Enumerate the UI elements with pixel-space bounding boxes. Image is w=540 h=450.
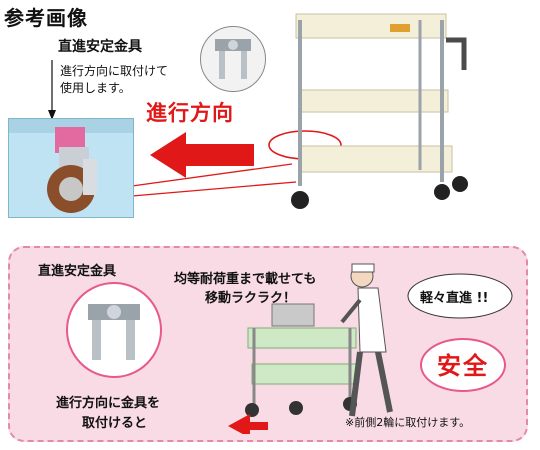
straight-bubble-text: 軽々直進 !! <box>420 291 489 306</box>
bottom-bracket-title: 直進安定金具 <box>38 264 117 279</box>
load-note-line2: 移動ラクラク！ <box>205 291 297 306</box>
safety-badge <box>420 338 506 392</box>
worker-cart-illustration <box>228 263 393 434</box>
cart-photo <box>291 13 468 209</box>
caster-photo <box>8 118 134 218</box>
top-bracket-note-line1: 進行方向に取付けて <box>60 64 169 78</box>
bracket-icon <box>88 304 140 360</box>
load-note-line1: 均等耐荷重まで載せても <box>174 272 317 287</box>
safety-text: 安全 <box>437 352 489 380</box>
bracket-closeup-photo-bottom <box>66 282 162 378</box>
top-bracket-title: 直進安定金具 <box>58 39 142 55</box>
bracket-closeup-photo-top <box>200 26 266 92</box>
page-title: 参考画像 <box>4 6 88 30</box>
bottom-note-line1: 進行方向に金具を <box>56 396 161 411</box>
bottom-note-line2: 取付けると <box>82 416 148 431</box>
caster-wheel-icon <box>9 119 133 213</box>
bracket-icon <box>215 39 251 79</box>
top-bracket-note-line2: 使用します。 <box>60 81 131 95</box>
footnote: ※前側2輪に取付けます。 <box>345 416 471 429</box>
direction-label: 進行方向 <box>146 101 234 125</box>
direction-arrow-icon <box>150 132 254 178</box>
speech-bubble-icon <box>407 273 513 319</box>
